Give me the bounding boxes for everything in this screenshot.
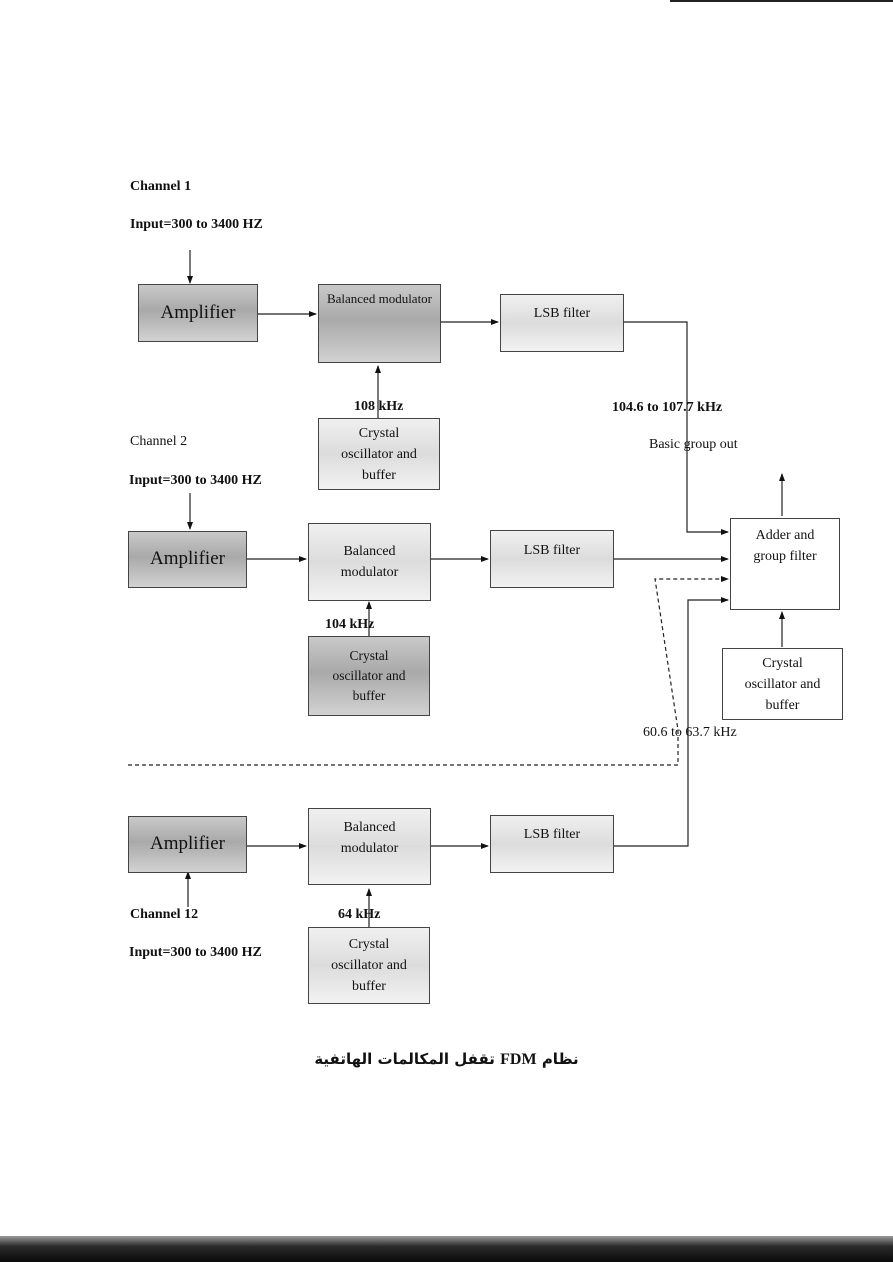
- channel-12-input: Input=300 to 3400 HZ: [129, 945, 262, 960]
- top-edge-line: [670, 0, 893, 2]
- ch12-filter-to-adder: [614, 597, 729, 847]
- basic-group-out-label: Basic group out: [649, 437, 738, 452]
- channel-2-carrier-frequency: 104 kHz: [325, 617, 375, 632]
- channel-1-input: Input=300 to 3400 HZ: [130, 217, 263, 232]
- group-crystal-oscillator: Crystal oscillator and buffer: [722, 648, 843, 720]
- channel-12-lsb-filter: LSB filter: [490, 815, 614, 873]
- channel-12-balanced-modulator: Balanced modulator: [308, 808, 431, 885]
- channel-1-title: Channel 1: [130, 179, 192, 194]
- channel-1-lsb-filter: LSB filter: [500, 294, 624, 352]
- channel-2-input: Input=300 to 3400 HZ: [129, 473, 262, 488]
- channel-2-crystal-oscillator: Crystal oscillator and buffer: [308, 636, 430, 716]
- caption-arabic-after: تقفل المكالمات الهاتفية: [314, 1050, 495, 1068]
- channel-1-crystal-oscillator: Crystal oscillator and buffer: [318, 418, 440, 490]
- channel-1-carrier-frequency: 108 kHz: [354, 399, 404, 414]
- figure-caption: نظام FDM تقفل المكالمات الهاتفية: [0, 1050, 893, 1069]
- channel-2-balanced-modulator: Balanced modulator: [308, 523, 431, 601]
- caption-fdm: FDM: [500, 1051, 537, 1068]
- group-band-label: 60.6 to 63.7 kHz: [643, 725, 737, 740]
- adder-and-group-filter: Adder and group filter: [730, 518, 840, 610]
- channel-1-output-band: 104.6 to 107.7 kHz: [612, 400, 723, 415]
- scan-bottom-edge: [0, 1236, 893, 1262]
- channel-2-amplifier: Amplifier: [128, 531, 247, 588]
- omitted-channels-dashed: [128, 576, 729, 766]
- channel-2-lsb-filter: LSB filter: [490, 530, 614, 588]
- channel-12-amplifier: Amplifier: [128, 816, 247, 873]
- channel-1-balanced-modulator: Balanced modulator: [318, 284, 441, 363]
- ch1-filter-to-adder: [624, 321, 729, 535]
- channel-12-carrier-frequency: 64 kHz: [338, 907, 381, 922]
- channel-12-title: Channel 12: [130, 907, 199, 922]
- channel-2-title: Channel 2: [130, 434, 188, 449]
- channel-12-crystal-oscillator: Crystal oscillator and buffer: [308, 927, 430, 1004]
- channel-1-amplifier: Amplifier: [138, 284, 258, 342]
- caption-arabic-before: نظام: [541, 1050, 579, 1068]
